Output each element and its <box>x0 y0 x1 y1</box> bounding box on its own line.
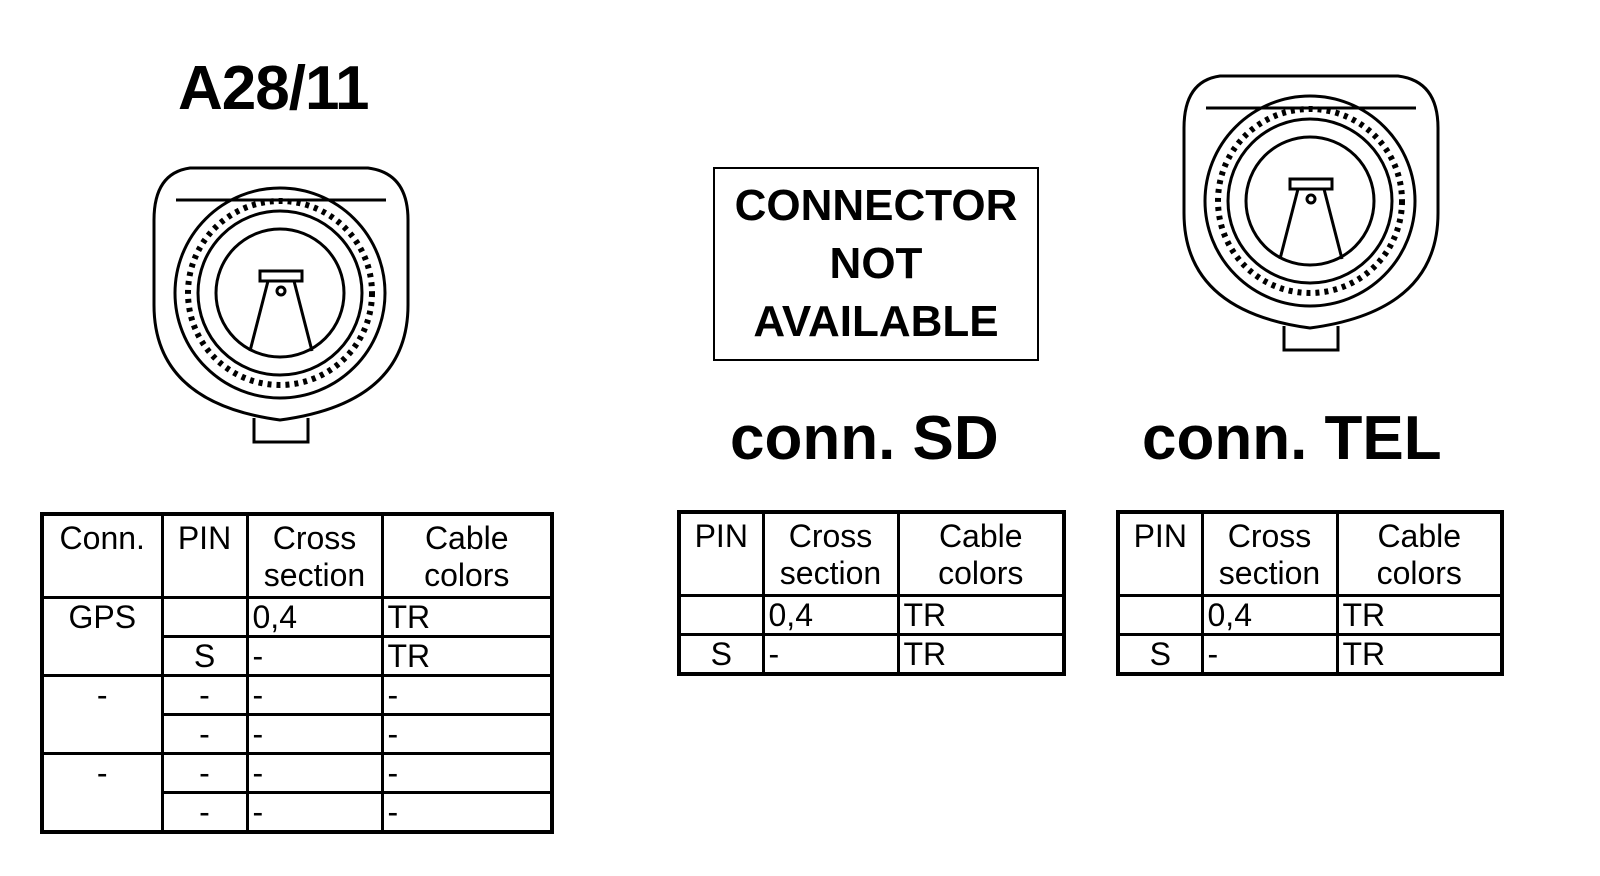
pin-cell <box>1116 594 1204 636</box>
conn-cell: - <box>40 674 164 755</box>
cross-section-cell: - <box>245 674 384 716</box>
connector-title-tel: conn. TEL <box>1142 404 1442 473</box>
notice-line: AVAILABLE <box>753 297 999 346</box>
table-row: GPS 0,4 TR <box>40 596 554 677</box>
pin-table-a28-11: Conn. PIN Cross section Cable colors GPS… <box>40 512 554 834</box>
connector-tel-drawing <box>1182 74 1440 352</box>
notice-line: NOT <box>829 239 923 288</box>
cross-section-cell: 0,4 <box>245 596 384 638</box>
table-row: - - - - <box>40 674 554 755</box>
cross-section-cell: 0,4 <box>1200 594 1339 636</box>
cable-color-cell: TR <box>380 635 554 677</box>
cross-section-cell: - <box>245 791 384 834</box>
cable-color-cell: - <box>380 713 554 755</box>
cable-color-cell: TR <box>380 596 554 638</box>
cross-section-cell: - <box>761 633 900 676</box>
pin-cell: S <box>1116 633 1204 676</box>
pin-cell: - <box>160 752 249 794</box>
table-header-row: Conn. PIN Cross section Cable colors <box>40 512 554 599</box>
header-cross-section: Cross section <box>761 510 900 597</box>
cable-color-cell: - <box>380 752 554 794</box>
cross-section-cell: - <box>245 713 384 755</box>
pin-cell <box>160 596 249 638</box>
pin-cell: S <box>160 635 249 677</box>
cable-color-cell: TR <box>1335 633 1504 676</box>
header-cross-section: Cross section <box>1200 510 1339 597</box>
cross-section-cell: - <box>245 752 384 794</box>
pin-cell: S <box>677 633 765 676</box>
header-conn: Conn. <box>40 512 164 599</box>
pin-cell <box>677 594 765 636</box>
connector-not-available-box: CONNECTOR NOT AVAILABLE <box>713 167 1039 361</box>
table-row: - - - <box>42 791 554 834</box>
header-cable-colors: Cable colors <box>896 510 1066 597</box>
cable-color-cell: TR <box>896 633 1066 676</box>
cable-color-cell: - <box>380 674 554 716</box>
cross-section-cell: 0,4 <box>761 594 900 636</box>
table-header-row: PIN Cross section Cable colors <box>1116 510 1504 597</box>
header-pin: PIN <box>160 512 249 599</box>
cable-color-cell: TR <box>896 594 1066 636</box>
table-row: 0,4 TR <box>1116 594 1504 636</box>
connector-title-sd: conn. SD <box>730 404 999 473</box>
connector-title-a28-11: A28/11 <box>178 54 370 123</box>
conn-cell: GPS <box>40 596 164 677</box>
pin-table-sd: PIN Cross section Cable colors 0,4 TR S … <box>677 510 1066 676</box>
cable-color-cell: TR <box>1335 594 1504 636</box>
cross-section-cell: - <box>245 635 384 677</box>
connector-a28-11-drawing <box>152 166 410 444</box>
cross-section-cell: - <box>1200 633 1339 676</box>
header-cross-section: Cross section <box>245 512 384 599</box>
header-pin: PIN <box>677 510 765 597</box>
header-cable-colors: Cable colors <box>1335 510 1504 597</box>
header-pin: PIN <box>1116 510 1204 597</box>
table-row: - - - - <box>40 752 554 834</box>
cable-color-cell: - <box>380 791 554 834</box>
table-row: S - TR <box>42 635 554 677</box>
table-row: - - - <box>42 713 554 755</box>
pin-cell: - <box>160 791 249 834</box>
table-row: S - TR <box>1116 633 1504 676</box>
table-row: 0,4 TR <box>677 594 1066 636</box>
pin-cell: - <box>160 674 249 716</box>
pin-table-tel: PIN Cross section Cable colors 0,4 TR S … <box>1116 510 1504 676</box>
conn-cell: - <box>40 752 164 834</box>
header-cable-colors: Cable colors <box>380 512 554 599</box>
notice-line: CONNECTOR <box>734 181 1018 230</box>
table-row: S - TR <box>677 633 1066 676</box>
table-header-row: PIN Cross section Cable colors <box>677 510 1066 597</box>
pin-cell: - <box>160 713 249 755</box>
